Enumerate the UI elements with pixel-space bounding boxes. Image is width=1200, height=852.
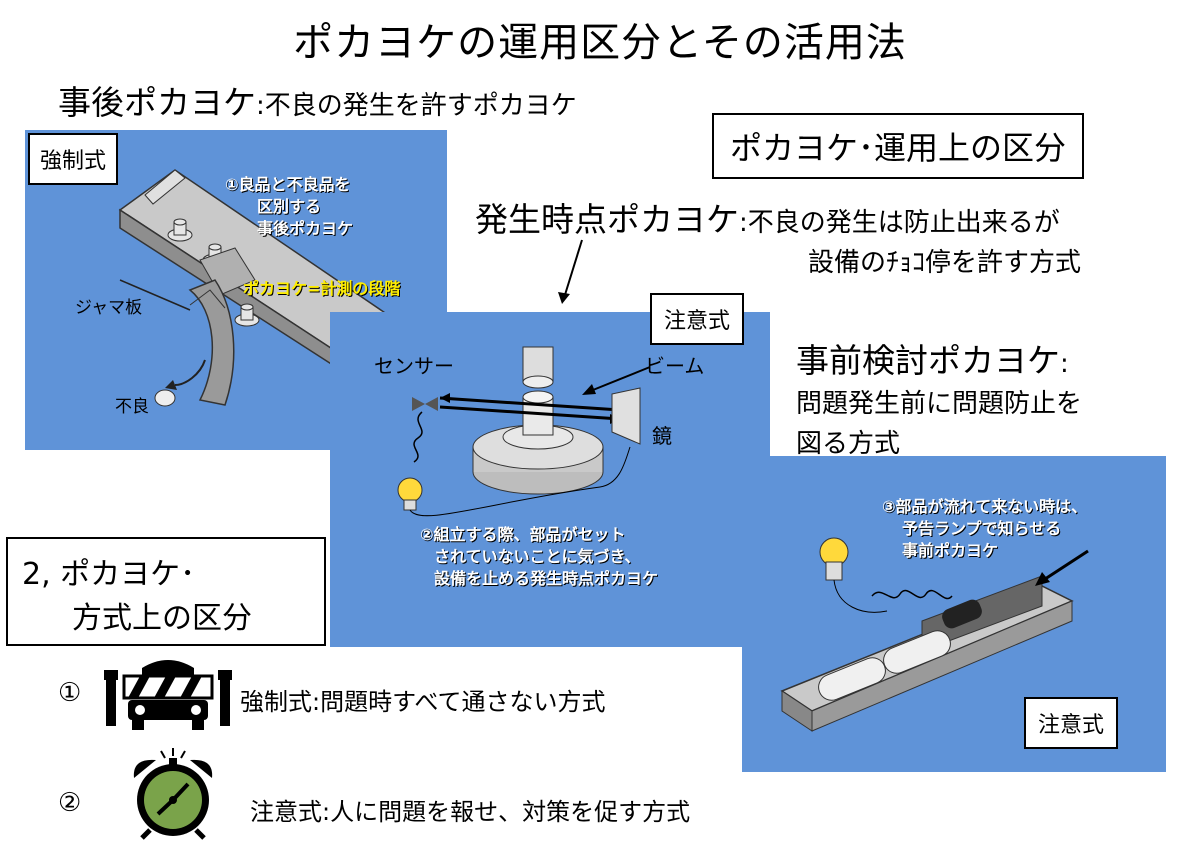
operational-category-box: ポカヨケ･運用上の区分 <box>712 113 1085 179</box>
occurrence-pokayoke-desc1: :不良の発生は防止出来るが <box>739 208 1060 238</box>
panel1-highlight: ポカヨケ=計測の段階 <box>243 279 401 298</box>
jama-plate-label: ジャマ板 <box>75 298 143 318</box>
beam-label: ビーム <box>645 354 705 378</box>
method1-number: ① <box>58 678 82 708</box>
method1-text: 強制式:問題時すべて通さない方式 <box>240 688 606 716</box>
method2-text: 注意式:人に問題を報せ、対策を促す方式 <box>250 798 691 826</box>
sensor-illustration <box>397 346 651 517</box>
panel1-note: ①良品と不良品を 区別する 事後ポカヨケ <box>225 175 354 238</box>
panel2-note: ②組立する際、部品がセット されていないことに気づき、 設備を止める発生時点ポカ… <box>420 525 659 588</box>
barricade-icon <box>104 660 232 730</box>
occurrence-pokayoke-heading: 発生時点ポカヨケ:不良の発生は防止出来るが <box>475 193 1060 241</box>
alarm-clock-icon <box>133 748 213 840</box>
page-title: ポカヨケの運用区分とその活用法 <box>293 20 907 66</box>
lamp-illustration <box>780 537 1089 732</box>
occurrence-pokayoke-term: 発生時点ポカヨケ <box>475 200 739 239</box>
method2-number: ② <box>58 788 82 818</box>
panel2-label: 注意式 <box>650 293 745 345</box>
method-category-box: 2, ポカヨケ･ 方式上の区分 <box>6 537 326 646</box>
preventive-pokayoke-desc1: 問題発生前に問題防止を <box>796 389 1083 419</box>
attention-method-panel-1: センサー ビーム 鏡 ②組立する際、部品がセット されていないことに気づき、 設… <box>330 312 770 647</box>
after-pokayoke-desc: :不良の発生を許すポカヨケ <box>256 91 577 121</box>
mirror-label: 鏡 <box>652 424 672 448</box>
defect-label: 不良 <box>115 397 149 417</box>
after-pokayoke-heading: 事後ポカヨケ:不良の発生を許すポカヨケ <box>58 76 577 124</box>
panel3-note: ③部品が流れて来ない時は、 予告ランプで知らせる 事前ポカヨケ <box>882 497 1088 560</box>
panel1-label: 強制式 <box>28 133 119 185</box>
preventive-pokayoke-heading: 事前検討ポカヨケ: <box>796 341 1069 380</box>
preventive-pokayoke-desc2: 図る方式 <box>796 429 901 459</box>
method-category-line1: 2, ポカヨケ･ <box>22 557 196 592</box>
panel3-label: 注意式 <box>1024 697 1119 749</box>
occurrence-pokayoke-desc2: 設備のﾁｮｺ停を許す方式 <box>808 248 1082 278</box>
method-category-line2: 方式上の区分 <box>72 601 252 636</box>
after-pokayoke-term: 事後ポカヨケ <box>58 83 256 122</box>
pointer-arrow <box>558 239 583 304</box>
sensor-label: センサー <box>374 354 454 378</box>
